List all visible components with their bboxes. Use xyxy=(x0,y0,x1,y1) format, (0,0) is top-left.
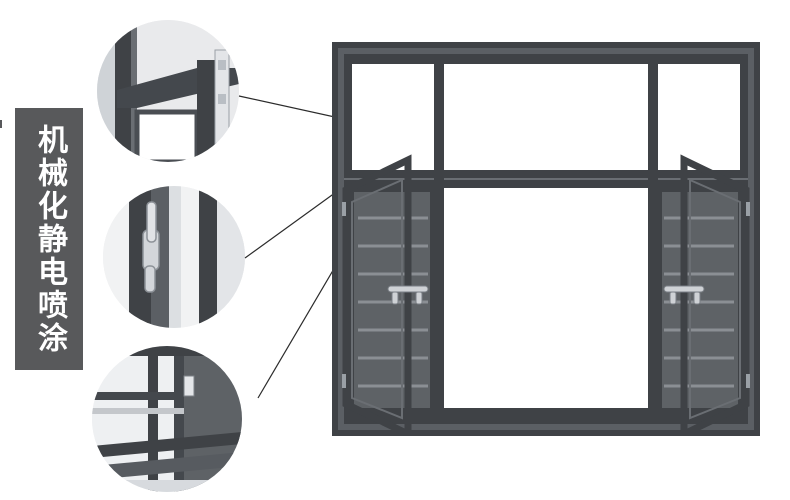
corner-profile-detail xyxy=(97,20,239,162)
window-frame xyxy=(332,42,760,436)
screen-corner-illustration xyxy=(92,346,242,492)
handle-detail xyxy=(103,186,245,328)
screen-corner-detail xyxy=(92,346,242,492)
coating-label-banner: 机械化静电喷涂 xyxy=(15,108,83,370)
casement-window-illustration xyxy=(332,42,760,436)
corner-profile-illustration xyxy=(97,20,239,162)
edge-mark xyxy=(0,120,2,128)
coating-label-text: 机械化静电喷涂 xyxy=(32,123,67,355)
handle-illustration xyxy=(103,186,245,328)
